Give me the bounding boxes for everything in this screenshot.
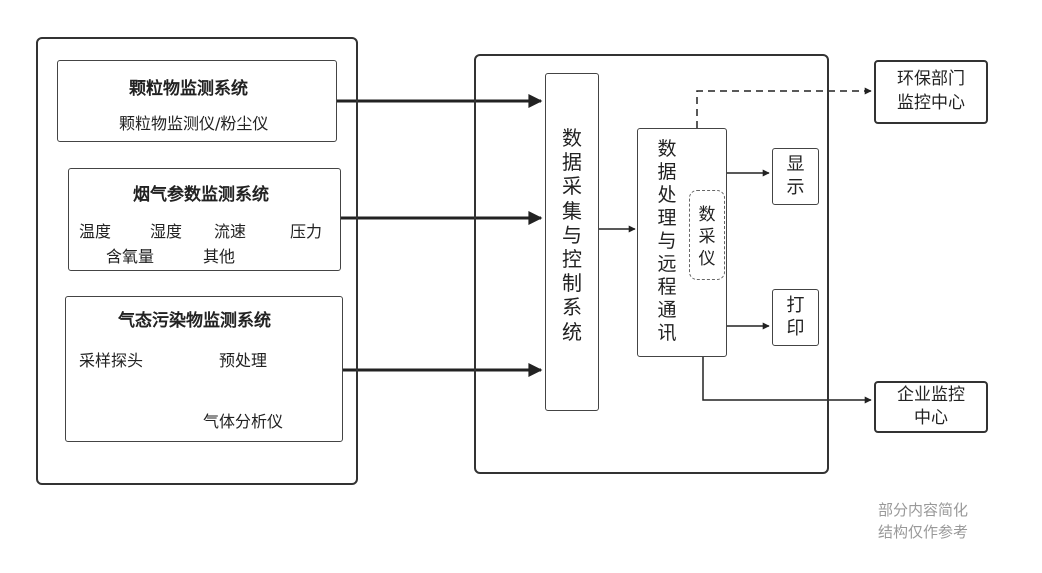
display-char: 示 [786, 177, 805, 198]
proc-char: 数 [657, 138, 677, 160]
acq-char: 统 [562, 319, 582, 344]
proc-char: 据 [657, 161, 677, 183]
gas-analyzer: 气体分析仪 [203, 412, 284, 431]
acq-char: 采 [562, 174, 582, 199]
particle-monitor-title: 颗粒物监测系统 [129, 79, 248, 99]
flue-humidity: 湿度 [150, 222, 183, 241]
monitoring-group-frame [36, 37, 358, 485]
simplification-note: 部分内容简化 结构仅作参考 [878, 500, 968, 544]
env-dept-line1: 环保部门 [897, 69, 965, 89]
flue-flow: 流速 [214, 222, 247, 241]
gas-pollutant-title: 气态污染物监测系统 [118, 311, 271, 331]
particle-monitor-sub: 颗粒物监测仪/粉尘仪 [119, 114, 269, 133]
acq-control-box [545, 73, 599, 411]
print-char: 打 [786, 295, 805, 316]
acq-char: 据 [562, 150, 582, 175]
proc-char: 程 [657, 276, 677, 298]
acq-control-label: 数据采集与控制系统 [545, 126, 599, 344]
flue-pressure: 压力 [290, 222, 323, 241]
display-label: 显示 [772, 153, 819, 199]
proc-char: 处 [657, 184, 677, 206]
note-line1: 部分内容简化 [878, 501, 969, 519]
flue-param-box [68, 168, 341, 271]
proc-char: 远 [657, 253, 677, 275]
env-dept-label: 环保部门 监控中心 [874, 67, 988, 115]
print-label: 打印 [772, 294, 819, 340]
daq-char: 数 [698, 205, 716, 225]
daq-char: 采 [698, 227, 716, 247]
particle-monitor-box [57, 60, 337, 142]
note-line2: 结构仅作参考 [878, 522, 969, 541]
acq-char: 与 [562, 222, 582, 247]
proc-comm-label: 数据处理与远程通讯 [652, 138, 682, 345]
enterprise-center-line1: 企业监控 [897, 385, 965, 405]
acq-char: 数 [562, 126, 582, 150]
daq-label: 数采仪 [689, 204, 725, 270]
display-char: 显 [786, 154, 805, 175]
acq-char: 系 [562, 295, 582, 320]
flue-param-title: 烟气参数监测系统 [133, 185, 269, 205]
proc-char: 通 [657, 299, 677, 321]
enterprise-center-line2: 中心 [914, 408, 948, 428]
flue-other: 其他 [203, 247, 236, 266]
arrow-proc-to-env-dashed [696, 87, 872, 128]
env-dept-line2: 监控中心 [897, 93, 965, 113]
env-dept-box [874, 60, 988, 124]
proc-char: 与 [657, 230, 677, 252]
acq-char: 集 [562, 198, 582, 223]
gas-pretreatment: 预处理 [219, 351, 268, 370]
proc-char: 理 [657, 207, 677, 229]
gas-probe: 采样探头 [79, 351, 144, 370]
proc-char: 讯 [657, 322, 677, 344]
arrow-proc-to-ent [702, 357, 872, 404]
gas-pollutant-box [65, 296, 343, 442]
print-box [772, 289, 819, 346]
print-char: 印 [786, 318, 805, 339]
enterprise-center-label: 企业监控 中心 [874, 384, 988, 430]
flue-oxygen: 含氧量 [106, 247, 155, 266]
enterprise-center-box [874, 381, 988, 433]
flue-temp: 温度 [79, 222, 112, 241]
daq-char: 仪 [698, 249, 716, 269]
daq-box [689, 190, 725, 280]
display-box [772, 148, 819, 205]
data-system-frame [474, 54, 829, 474]
acq-char: 控 [562, 247, 582, 272]
acq-char: 制 [562, 271, 582, 296]
